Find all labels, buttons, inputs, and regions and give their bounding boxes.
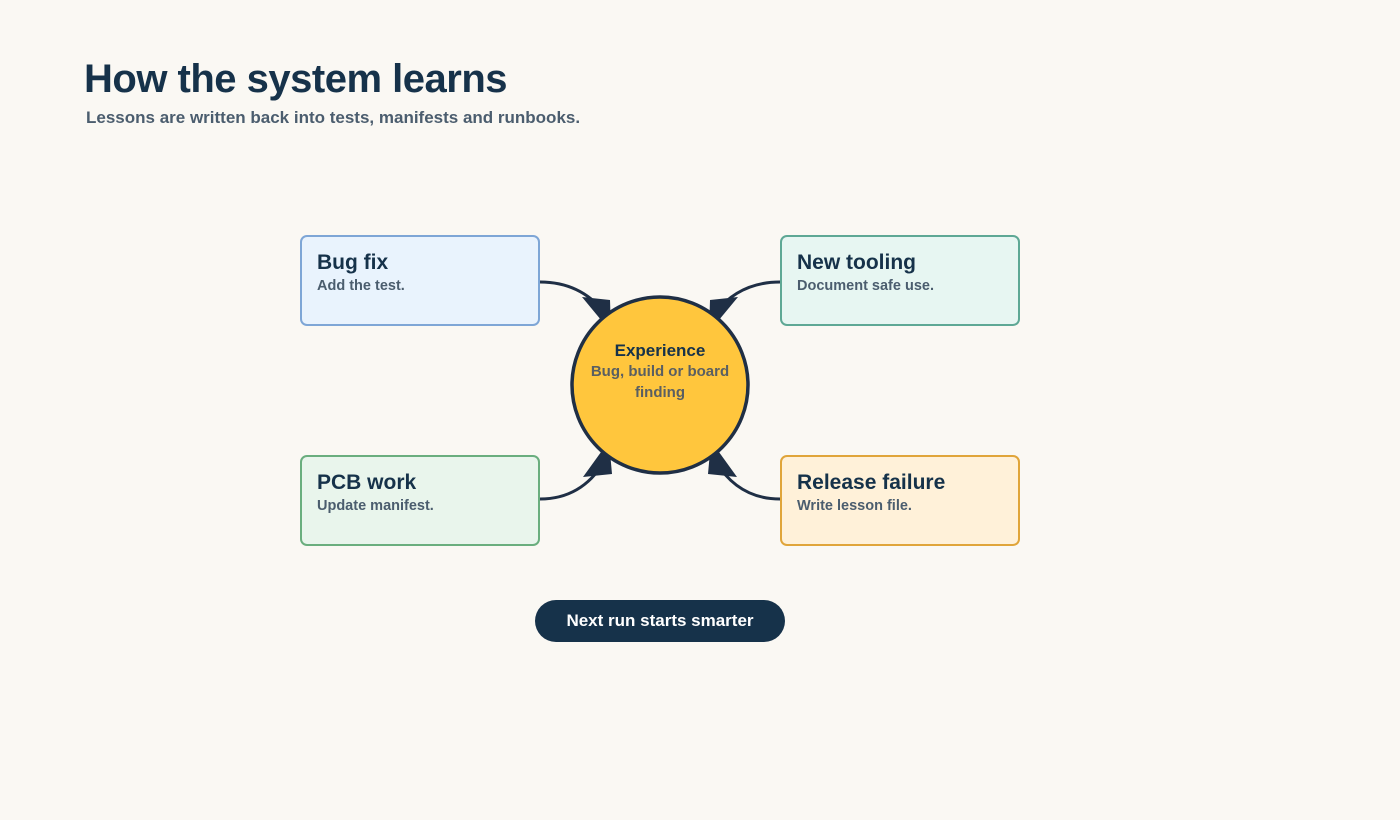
node-title: PCB work xyxy=(317,471,417,494)
node-border xyxy=(780,455,1020,546)
next-run-pill: Next run starts smarter xyxy=(535,600,785,642)
hub-experience: Experience Bug, build or board finding xyxy=(570,295,750,475)
hub-title: Experience xyxy=(615,341,706,360)
node-desc: Add the test. xyxy=(317,278,405,294)
node-new-tooling: New tooling Document safe use. xyxy=(780,235,1020,326)
node-border xyxy=(300,455,540,546)
node-title: New tooling xyxy=(797,251,916,274)
node-box xyxy=(781,236,1019,325)
node-desc: Write lesson file. xyxy=(797,498,912,514)
node-box xyxy=(781,456,1019,545)
node-title: Bug fix xyxy=(317,251,388,274)
node-title: Release failure xyxy=(797,471,945,494)
node-box xyxy=(301,236,539,325)
page-title: How the system learns xyxy=(84,57,508,101)
node-bug-fix: Bug fix Add the test. xyxy=(300,235,540,326)
node-pcb-work: PCB work Update manifest. xyxy=(300,455,540,546)
node-border xyxy=(780,235,1020,326)
page-subtitle: Lessons are written back into tests, man… xyxy=(86,108,581,127)
node-desc: Document safe use. xyxy=(797,278,934,294)
node-box xyxy=(301,456,539,545)
node-release-failure: Release failure Write lesson file. xyxy=(780,455,1020,546)
node-desc: Update manifest. xyxy=(317,498,434,514)
hub-desc-line-1: Bug, build or board xyxy=(591,363,729,380)
node-border xyxy=(300,235,540,326)
hub-desc-line-2: finding xyxy=(635,384,685,401)
hub-circle xyxy=(570,295,750,475)
